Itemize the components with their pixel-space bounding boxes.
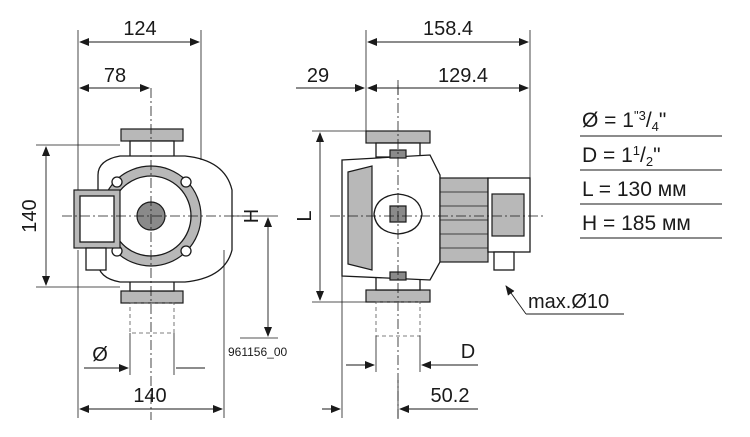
spec-d: D = 11/2": [582, 143, 661, 169]
dim-129-4: 129.4: [438, 65, 488, 87]
spec-h: H = 185 мм: [582, 212, 691, 235]
dim-29: 29: [307, 65, 329, 87]
spec-table: Ø = 1"3/4" D = 11/2" L = 130 мм H = 185 …: [580, 108, 722, 239]
dim-50-2: 50.2: [431, 385, 470, 407]
bolt: [180, 245, 192, 257]
bolt: [111, 176, 123, 188]
bolt: [180, 176, 192, 188]
dim-124: 124: [123, 18, 156, 40]
dim-140-vertical: 140: [19, 199, 41, 232]
side-cable-gland: [493, 251, 515, 271]
end-cap-panel: [491, 193, 525, 237]
cable-gland: [85, 247, 107, 271]
dim-label-d: D: [461, 341, 475, 363]
dim-158-4: 158.4: [423, 18, 473, 40]
dim-label-l: L: [294, 210, 316, 221]
dim-label-h: H: [241, 209, 263, 223]
drawing-code: 961156_00: [228, 345, 288, 359]
dim-140-bottom: 140: [133, 385, 166, 407]
spec-l: L = 130 мм: [582, 178, 687, 201]
dim-78: 78: [104, 65, 126, 87]
front-view: 124 78 140 H Ø 140 961156_00: [19, 18, 288, 420]
top-flange: [120, 128, 184, 142]
bottom-flange: [120, 290, 184, 304]
cable-leader-line: [505, 285, 527, 315]
dim-label-phi: Ø: [92, 344, 108, 366]
pipe-outline: [129, 302, 175, 334]
side-pipe-outline: [375, 301, 421, 337]
spec-diameter: Ø = 1"3/4": [582, 108, 666, 134]
cable-label: max.Ø10: [528, 291, 609, 313]
side-view: 158.4 29 129.4 L D 50.2 max.Ø10: [294, 18, 624, 420]
terminal-cover: [79, 195, 115, 243]
side-body-shading: [347, 165, 373, 271]
